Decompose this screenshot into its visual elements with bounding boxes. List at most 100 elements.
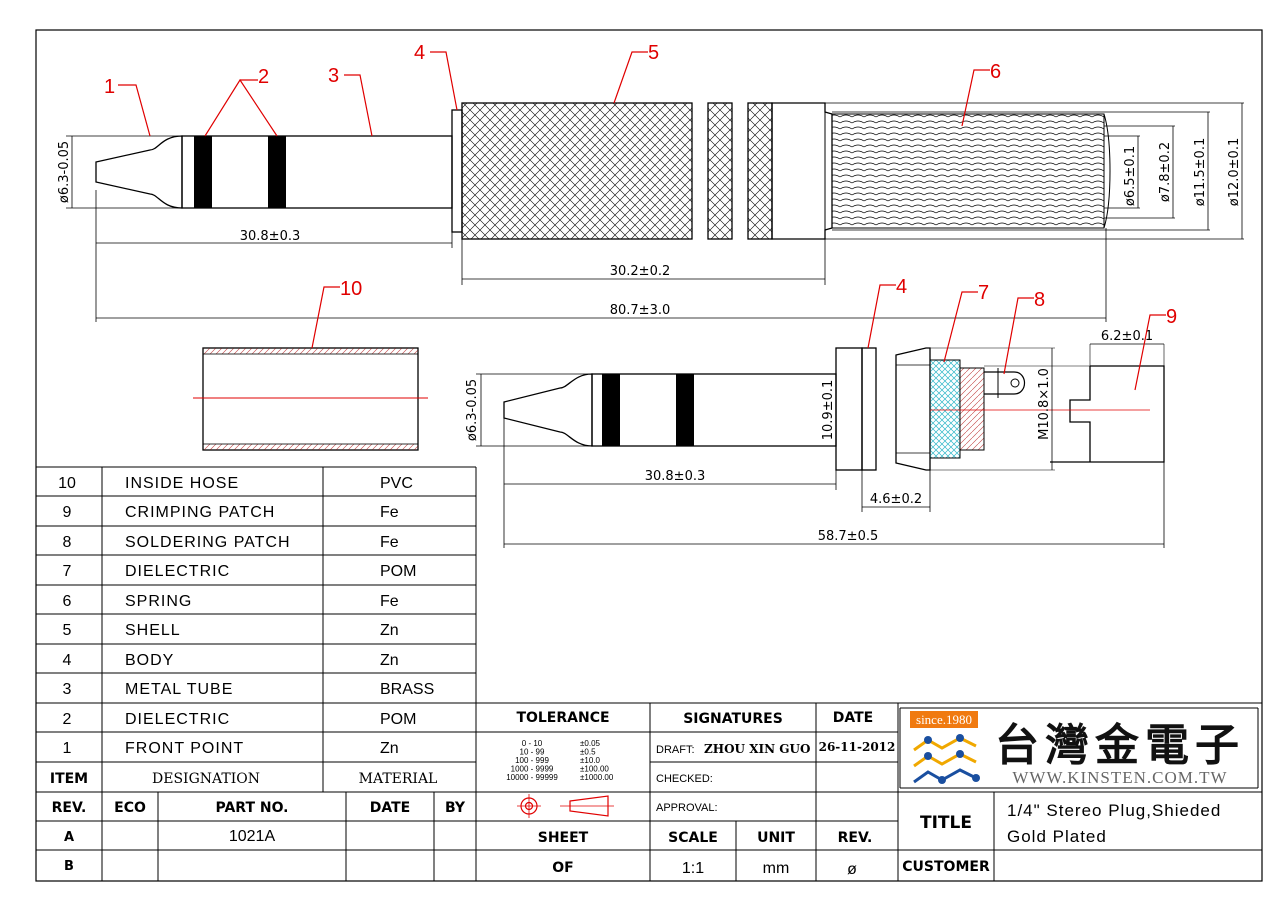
dim-bottom-total: 58.7±0.5 bbox=[818, 529, 879, 544]
bom-material: BRASS bbox=[380, 681, 434, 698]
tolerance-value: ±0.05 bbox=[580, 739, 601, 748]
rev-header-4: BY bbox=[445, 800, 466, 816]
bom-material: POM bbox=[380, 563, 416, 580]
bom-item-number: 9 bbox=[63, 504, 72, 521]
date-label: DATE bbox=[833, 710, 873, 726]
metal-tube bbox=[181, 135, 453, 209]
title-block-grid bbox=[476, 703, 1262, 881]
dim-shell-len: 30.2±0.2 bbox=[610, 264, 671, 279]
dielectric-ring-2 bbox=[268, 136, 286, 208]
dim-tip-len-bottom: 30.8±0.3 bbox=[645, 469, 706, 484]
inside-hose bbox=[202, 347, 419, 451]
inside-hose-view: 10 bbox=[193, 278, 428, 451]
drawing-frame bbox=[35, 29, 1263, 882]
tolerance-range: 10000 - 99999 bbox=[506, 773, 558, 782]
bom-item-number: 7 bbox=[63, 563, 72, 580]
dim-d78: ø7.8±0.2 bbox=[1158, 142, 1173, 202]
bom-designation: FRONT POINT bbox=[125, 740, 244, 757]
rev-cell: B bbox=[64, 859, 74, 874]
bom-material: Fe bbox=[380, 593, 399, 610]
approval-label: APPROVAL: bbox=[656, 802, 718, 814]
tolerance-label: TOLERANCE bbox=[516, 710, 609, 726]
tolerance-range: 100 - 999 bbox=[515, 756, 549, 765]
callout-8: 8 bbox=[1034, 289, 1045, 311]
callout-4-top: 4 bbox=[414, 42, 425, 64]
dim-d120: ø12.0±0.1 bbox=[1227, 138, 1242, 206]
revision-table-grid bbox=[101, 792, 435, 881]
tolerance-value: ±10.0 bbox=[580, 756, 601, 765]
unit-label: UNIT bbox=[757, 830, 795, 846]
dim-body-len: 4.6±0.2 bbox=[870, 492, 922, 507]
company-url: WWW.KINSTEN.COM.TW bbox=[1012, 768, 1227, 787]
projection-symbol bbox=[517, 794, 614, 818]
dielectric-ring-1 bbox=[194, 136, 212, 208]
tolerance-range: 1000 - 9999 bbox=[511, 765, 554, 774]
bottom-plug-view: ø6.3-0.05 10.9±0.1 M10.8×1.0 6.2±0.1 30.… bbox=[465, 276, 1177, 548]
callout-9: 9 bbox=[1166, 306, 1177, 328]
bom-material: Zn bbox=[380, 740, 399, 757]
bom-designation: DIELECTRIC bbox=[125, 563, 230, 580]
top-plug-view: ø6.5±0.1 ø7.8±0.2 ø11.5±0.1 ø12.0±0.1 ø6… bbox=[57, 42, 1244, 322]
bom-item-number: 4 bbox=[63, 652, 72, 669]
bom-material: Fe bbox=[380, 534, 399, 551]
callout-6: 6 bbox=[990, 61, 1001, 83]
customer-label: CUSTOMER bbox=[902, 859, 990, 875]
bom-header-material: MATERIAL bbox=[359, 771, 438, 787]
soldering-patch bbox=[984, 371, 1026, 395]
dim-total-len: 80.7±3.0 bbox=[610, 303, 671, 318]
checked-label: CHECKED: bbox=[656, 773, 713, 785]
company-logo: since.1980 台灣金電子 WWW.KINSTEN.COM.TW bbox=[910, 711, 1245, 787]
rev-label: REV. bbox=[838, 830, 873, 846]
of-label: OF bbox=[552, 860, 573, 876]
dim-tip-dia-bottom: ø6.3-0.05 bbox=[465, 379, 480, 441]
bom-item-number: 2 bbox=[63, 711, 72, 728]
dim-tip-len-top: 30.8±0.3 bbox=[240, 229, 301, 244]
shell-ring-2 bbox=[747, 102, 773, 240]
dim-body-dia: 10.9±0.1 bbox=[821, 380, 836, 441]
front-point-bottom bbox=[503, 373, 593, 447]
bom-designation: SPRING bbox=[125, 593, 192, 610]
crimping-patch bbox=[1050, 365, 1165, 463]
body-bottom bbox=[835, 347, 863, 471]
bom-item-number: 1 bbox=[63, 740, 72, 757]
tolerance-value: ±0.5 bbox=[580, 748, 596, 757]
callout-4-bottom: 4 bbox=[896, 276, 907, 298]
dielectric-bottom bbox=[929, 359, 961, 459]
bom-material: Zn bbox=[380, 652, 399, 669]
dim-tip-dia-top: ø6.3-0.05 bbox=[57, 141, 72, 203]
draft-date: 26-11-2012 bbox=[819, 740, 896, 754]
company-name: 台灣金電子 bbox=[995, 720, 1245, 771]
rev-header-3: DATE bbox=[370, 800, 410, 816]
bom-designation: INSIDE HOSE bbox=[125, 475, 239, 492]
unit-value: mm bbox=[763, 860, 790, 877]
draft-name: ZHOU XIN GUO bbox=[704, 742, 810, 756]
spring bbox=[831, 113, 1105, 229]
shell-end bbox=[771, 102, 833, 240]
callout-2: 2 bbox=[258, 66, 269, 88]
draft-label: DRAFT: bbox=[656, 744, 695, 756]
rev-header-0: REV. bbox=[52, 800, 87, 816]
bom-item-number: 5 bbox=[63, 622, 72, 639]
tolerance-range: 0 - 10 bbox=[522, 739, 543, 748]
bom-header-item: ITEM bbox=[50, 771, 88, 787]
bom-item-number: 10 bbox=[58, 475, 76, 492]
shell-ring-1 bbox=[707, 102, 733, 240]
front-point bbox=[95, 135, 183, 209]
bom-item-number: 6 bbox=[63, 593, 72, 610]
dim-thread: M10.8×1.0 bbox=[1037, 368, 1052, 440]
logo-circuit-icon bbox=[913, 734, 980, 784]
bom-material: Fe bbox=[380, 504, 399, 521]
bom-designation: SHELL bbox=[125, 622, 181, 639]
title-line-2: Gold Plated bbox=[1007, 827, 1107, 846]
dim-d115: ø11.5±0.1 bbox=[1193, 138, 1208, 206]
body-flange bbox=[451, 109, 463, 233]
bom-header-designation: DESIGNATION bbox=[152, 771, 260, 787]
since-badge: since.1980 bbox=[916, 712, 972, 727]
shell-knurl bbox=[461, 102, 693, 240]
title-line-1: 1/4" Stereo Plug,Shieded bbox=[1007, 801, 1221, 820]
bom-material: Zn bbox=[380, 622, 399, 639]
bom-item-number: 3 bbox=[63, 681, 72, 698]
